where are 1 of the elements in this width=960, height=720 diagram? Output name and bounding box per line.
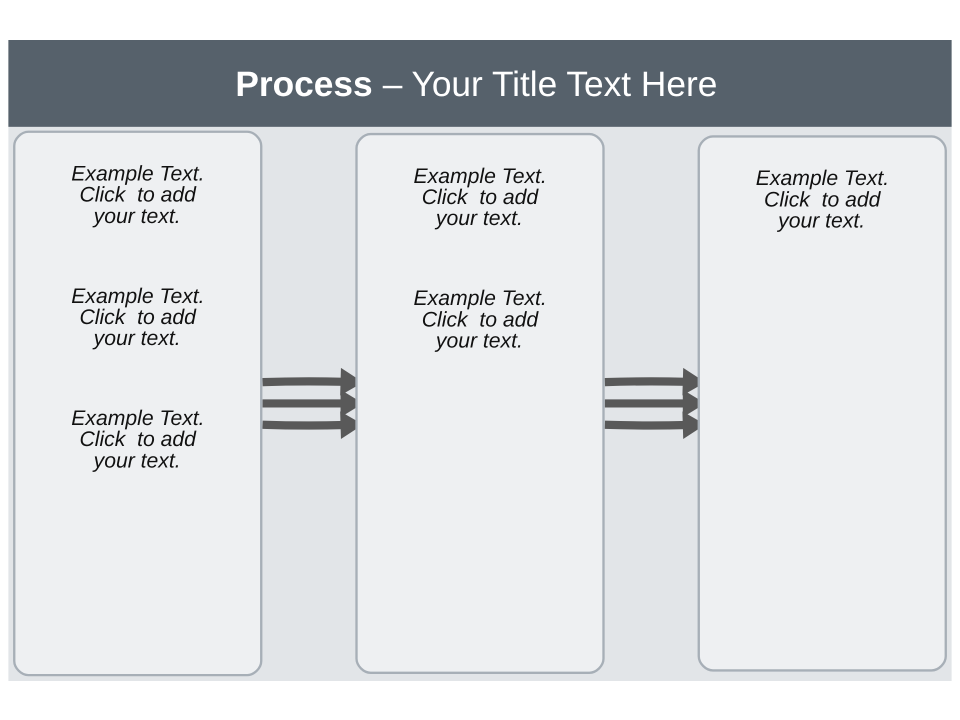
diagram-title: Process – Your Title Text Here	[235, 64, 718, 104]
